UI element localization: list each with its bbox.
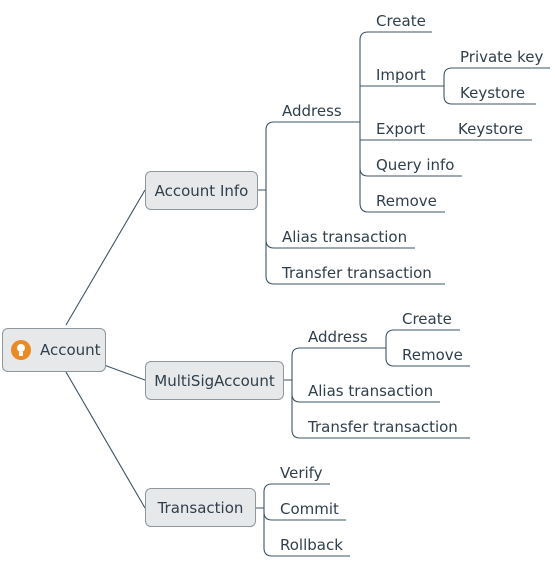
- lightbulb-icon: [11, 340, 31, 360]
- connector-import-spine: [428, 67, 550, 105]
- account-info-transfer-transaction[interactable]: Transfer transaction: [282, 264, 432, 282]
- connector-account-info-spine: [258, 121, 445, 285]
- address-create[interactable]: Create: [376, 12, 426, 30]
- transaction-verify[interactable]: Verify: [280, 464, 323, 482]
- account-info-alias-transaction[interactable]: Alias transaction: [282, 228, 408, 246]
- connector-multisig-spine: [284, 347, 470, 439]
- root-label: Account: [40, 341, 101, 359]
- multisig-address-remove[interactable]: Remove: [402, 346, 463, 364]
- transaction-rollback[interactable]: Rollback: [280, 536, 343, 554]
- import-private-key[interactable]: Private key: [460, 48, 544, 66]
- export-keystore[interactable]: Keystore: [458, 120, 524, 138]
- account-info-node[interactable]: Account Info: [145, 171, 258, 210]
- transaction-commit[interactable]: Commit: [280, 500, 339, 518]
- account-info-address[interactable]: Address: [282, 102, 342, 120]
- address-import[interactable]: Import: [376, 66, 426, 84]
- connector-root-account-info: [65, 189, 146, 326]
- account-info-label: Account Info: [154, 181, 249, 200]
- connector-root-multisig: [103, 364, 146, 381]
- transaction-label: Transaction: [157, 498, 244, 517]
- address-query-info[interactable]: Query info: [376, 156, 455, 174]
- connector-root-transaction: [65, 371, 146, 509]
- connector-multisig-address-spine: [385, 329, 470, 367]
- connector-transaction-spine: [256, 483, 350, 557]
- multisig-address[interactable]: Address: [308, 328, 368, 346]
- import-keystore[interactable]: Keystore: [460, 84, 526, 102]
- multisig-transfer-transaction[interactable]: Transfer transaction: [308, 418, 458, 436]
- multisig-address-create[interactable]: Create: [402, 310, 452, 328]
- multisig-account-node[interactable]: MultiSigAccount: [145, 361, 284, 400]
- multisig-alias-transaction[interactable]: Alias transaction: [308, 382, 434, 400]
- address-export[interactable]: Export: [376, 120, 426, 138]
- transaction-node[interactable]: Transaction: [145, 488, 256, 527]
- address-remove[interactable]: Remove: [376, 192, 437, 210]
- root-node-account[interactable]: Account: [2, 328, 106, 372]
- connector-address-spine: [359, 31, 462, 213]
- multisig-account-label: MultiSigAccount: [154, 371, 275, 390]
